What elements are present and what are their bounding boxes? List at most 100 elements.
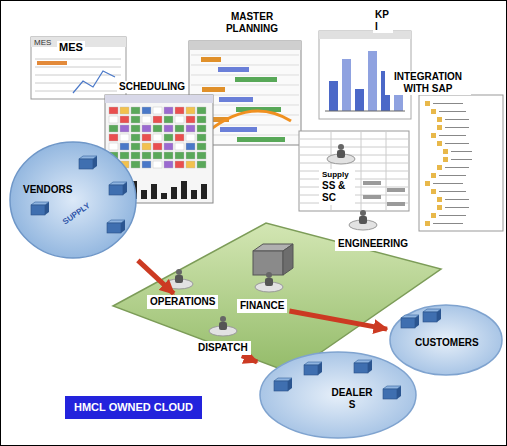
sap-screen — [419, 95, 503, 231]
tree-line — [433, 223, 463, 224]
schedule-cell — [153, 134, 162, 141]
planning-header — [189, 41, 301, 50]
flow-arrow — [289, 311, 387, 329]
person-figure — [349, 210, 377, 230]
schedule-cell — [120, 107, 129, 114]
tree-line — [439, 191, 466, 192]
schedule-cell — [197, 152, 206, 159]
tree-line — [439, 111, 466, 112]
schedule-cell — [186, 161, 195, 168]
tree-icon — [443, 149, 448, 154]
cloud-outline — [10, 142, 136, 258]
vendor-cloud: VENDORS — [9, 141, 137, 259]
department-label: FINANCE — [237, 299, 287, 313]
schedule-cell — [175, 107, 184, 114]
person-head — [360, 210, 366, 216]
supply-chain-unit: SupplySS & SC — [319, 169, 355, 205]
kpi-bar — [342, 59, 351, 111]
tree-line — [445, 127, 469, 128]
schedule-cell — [186, 107, 195, 114]
kpi-bar — [329, 81, 338, 111]
server-side — [45, 202, 49, 215]
tree-icon — [443, 157, 448, 162]
gantt-bar — [220, 127, 257, 132]
table-row — [299, 163, 409, 164]
flow-arrow — [242, 356, 257, 362]
table-block — [387, 202, 405, 206]
tree-line — [451, 159, 472, 160]
tree-icon — [425, 221, 430, 226]
schedule-cell — [197, 161, 206, 168]
cloud-outline — [260, 352, 416, 438]
planning-screen — [189, 41, 301, 145]
schedule-cell — [186, 152, 195, 159]
department-label: ENGINEERING — [335, 237, 411, 251]
person-body — [359, 216, 367, 224]
server-front — [107, 223, 121, 233]
tree-icon — [425, 181, 430, 186]
screen-title: INTEGRATION WITH SAP — [385, 71, 471, 95]
schedule-cell — [153, 143, 162, 150]
tree-icon — [431, 173, 436, 178]
mes-row — [35, 67, 121, 68]
schedule-cell — [120, 125, 129, 132]
schedule-bar — [171, 187, 177, 199]
table-block — [363, 181, 381, 185]
server-front — [354, 363, 368, 373]
vendor-cloud-shape — [9, 141, 137, 259]
server-icon — [79, 156, 97, 169]
schedule-cell — [164, 134, 173, 141]
node-text: ENGINEERING — [338, 238, 408, 250]
schedule-cell — [142, 125, 151, 132]
tree-line — [433, 183, 463, 184]
department-label: OPERATIONS — [147, 295, 218, 309]
dealer-cloud: DEALER S — [259, 351, 417, 439]
table-column — [386, 131, 387, 211]
department-label: DISPATCH — [195, 341, 251, 355]
schedule-cell — [175, 134, 184, 141]
planning-row — [191, 55, 299, 56]
screen-title: MASTER PLANNING — [219, 11, 285, 35]
tree-line — [445, 167, 469, 168]
tree-line — [439, 175, 466, 176]
person-head — [176, 269, 182, 275]
schedule-cell — [109, 116, 118, 123]
tree-line — [445, 143, 469, 144]
server-side — [288, 378, 292, 391]
flow-arrow — [138, 260, 174, 293]
tree-icon — [437, 141, 442, 146]
node-text: DISPATCH — [198, 342, 248, 354]
screen-title: MES — [57, 41, 85, 54]
kpi-header — [319, 31, 411, 39]
server-icon — [274, 378, 292, 391]
schedule-cell — [142, 107, 151, 114]
schedule-bar — [151, 184, 157, 199]
building-front — [253, 251, 283, 275]
kpi-bar — [394, 93, 403, 111]
server-icon — [383, 386, 401, 399]
gantt-bar — [237, 137, 285, 142]
mes-row — [35, 91, 121, 92]
server-icon — [304, 362, 322, 375]
tree-icon — [431, 213, 436, 218]
tree-icon — [431, 133, 436, 138]
table-block — [387, 188, 405, 192]
server-side — [318, 362, 322, 375]
person-figure — [327, 144, 355, 164]
server-side — [397, 386, 401, 399]
schedule-bar — [181, 181, 187, 199]
server-side — [437, 309, 441, 322]
schedule-cell — [164, 152, 173, 159]
table-row — [299, 155, 409, 156]
tree-icon — [437, 117, 442, 122]
planning-arrow — [206, 111, 291, 133]
server-front — [31, 205, 45, 215]
mes-row — [35, 75, 121, 76]
scheduling-header — [105, 95, 213, 103]
person-body — [175, 275, 183, 283]
node-text: DEALER S — [327, 387, 377, 411]
schedule-cell — [109, 134, 118, 141]
mes-row — [35, 83, 121, 84]
